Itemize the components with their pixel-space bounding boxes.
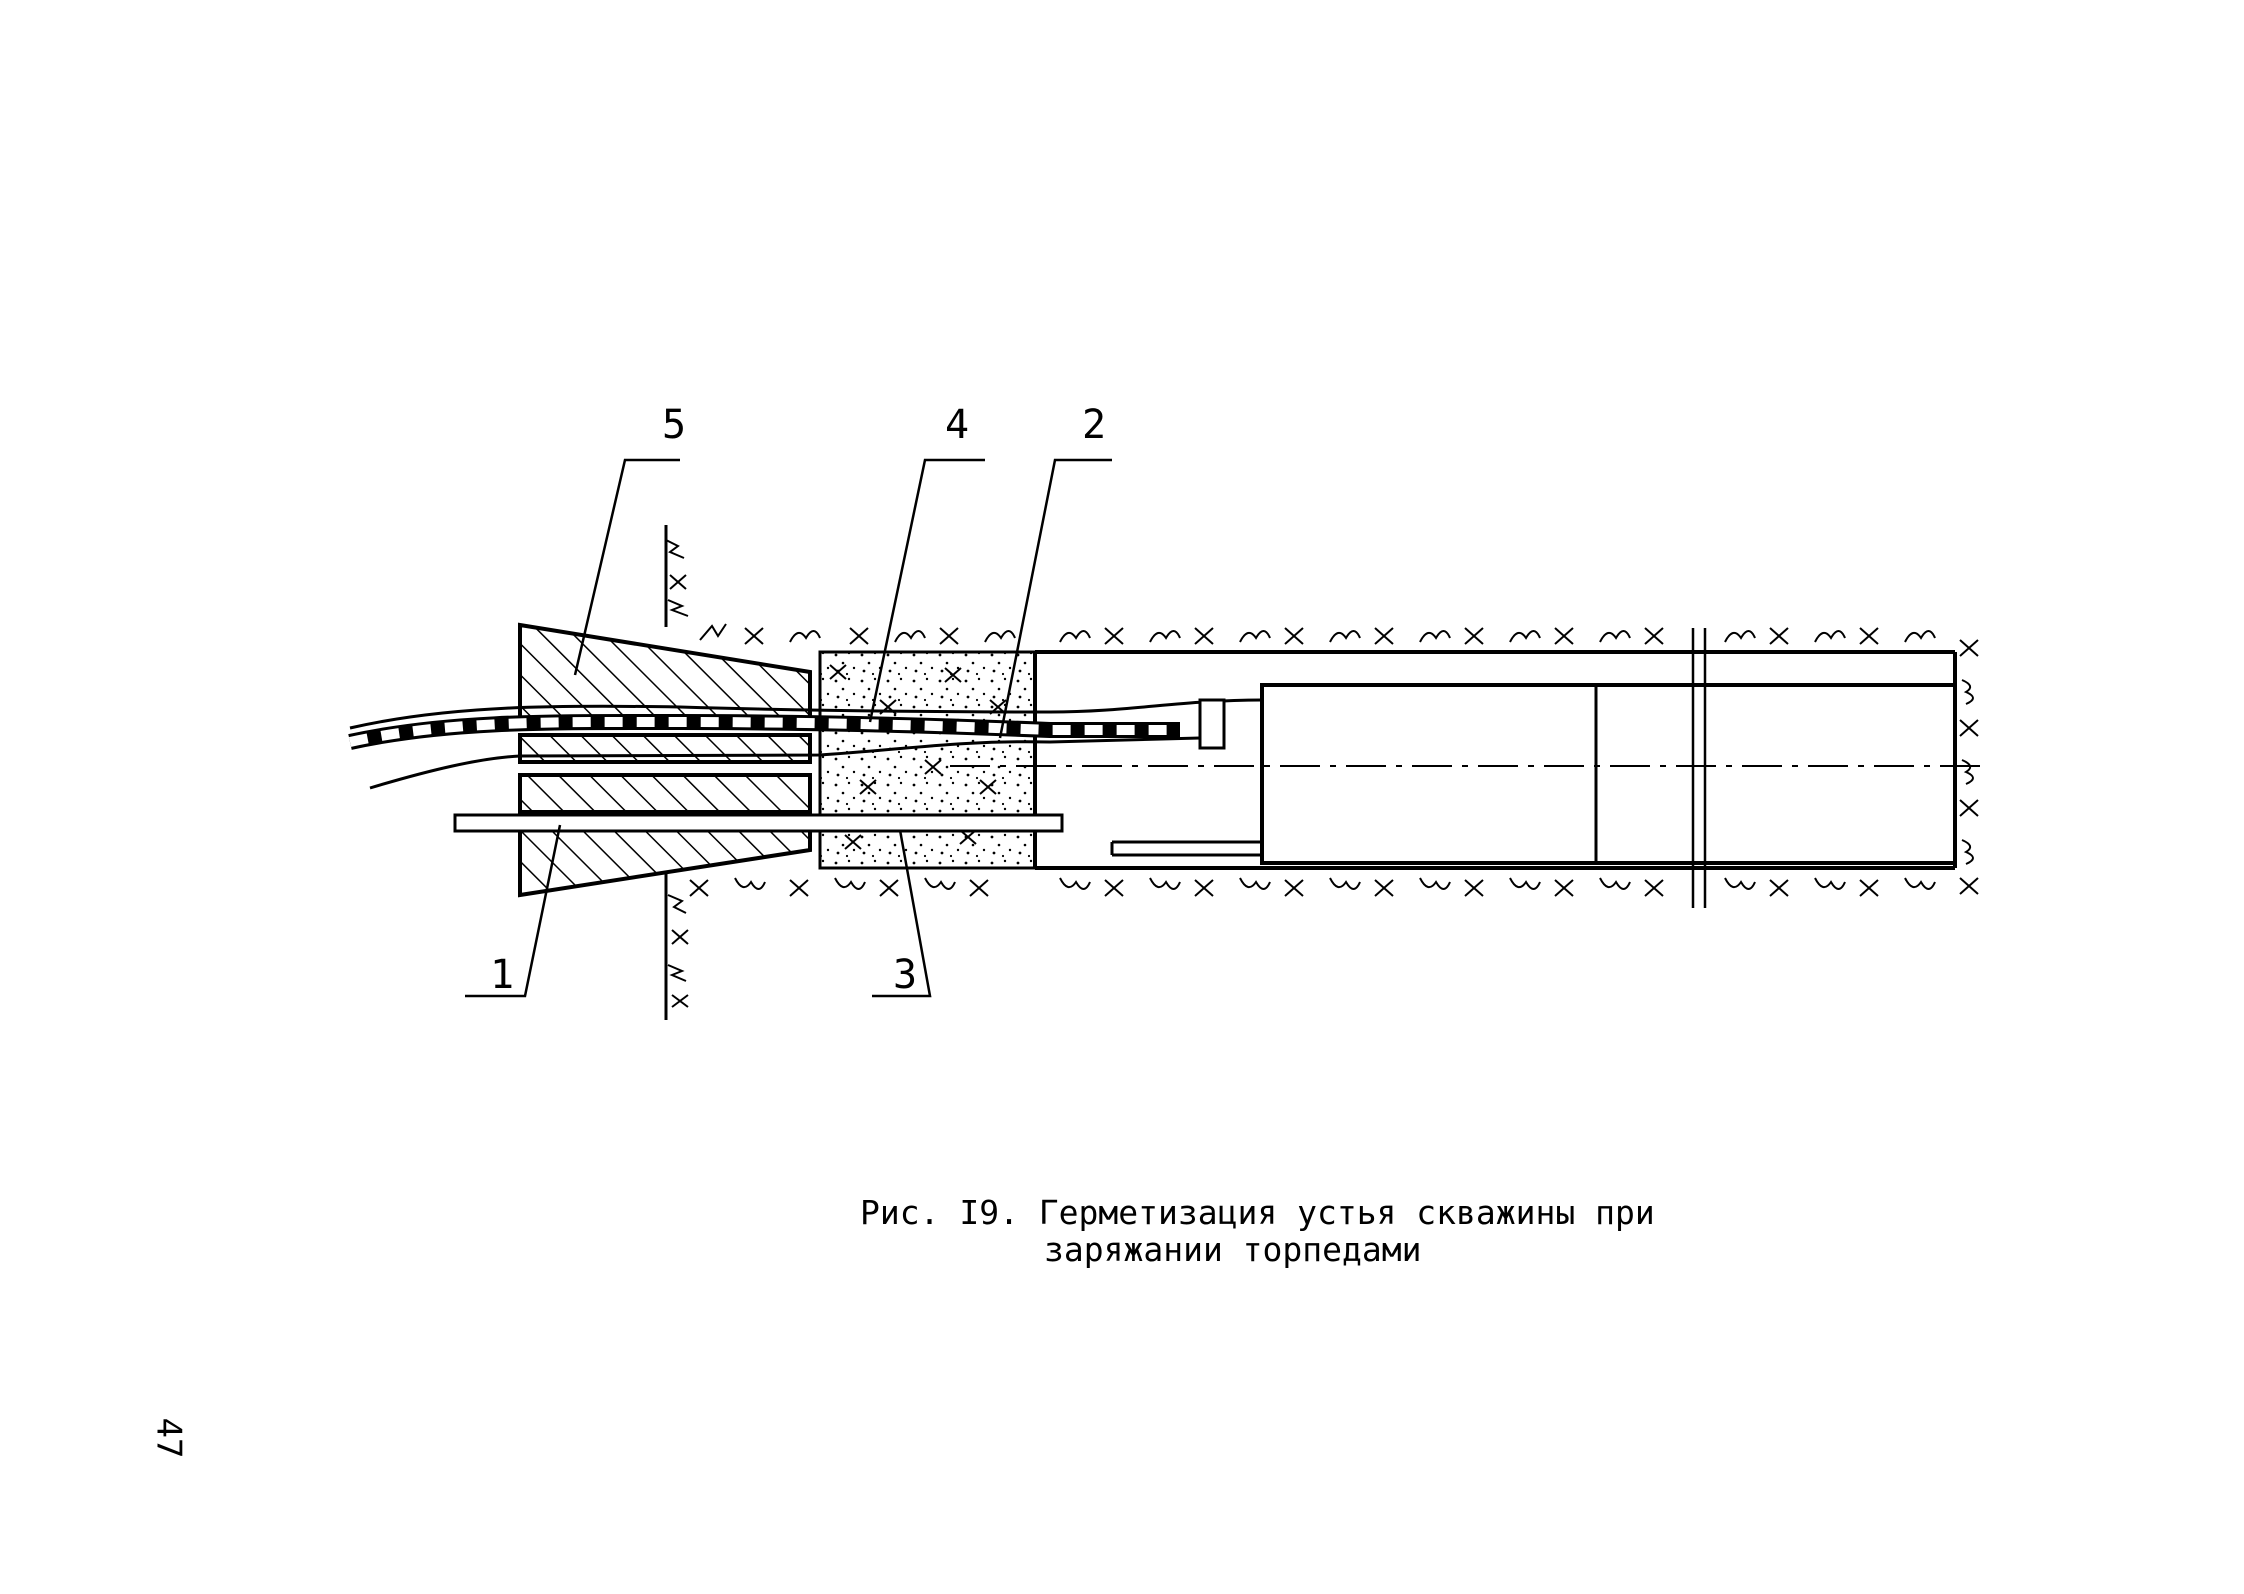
rock-texture-end — [1959, 639, 1979, 895]
callout-5: 5 — [662, 402, 686, 448]
wooden-wedge-plug — [518, 622, 812, 898]
leader-lines — [465, 458, 1112, 998]
lead-wires — [349, 698, 1263, 790]
rock-texture-top — [699, 623, 1936, 645]
stemming-fill — [818, 650, 1037, 870]
torpedo-charge — [1110, 683, 1957, 865]
rock-texture-bottom — [689, 877, 1936, 897]
rock-face — [664, 525, 689, 1020]
figure-caption-line-1: Рис. I9. Герметизация устья скважины при — [860, 1193, 1655, 1232]
through-rod — [453, 813, 1064, 833]
callout-2: 2 — [1082, 402, 1106, 448]
callout-3: 3 — [893, 952, 917, 998]
figure-caption-line-2: заряжании торпедами — [1044, 1230, 1422, 1269]
page-number: 47 — [148, 1417, 189, 1459]
callout-1: 1 — [490, 952, 514, 998]
callout-4: 4 — [945, 402, 969, 448]
detonating-cord — [348, 713, 1180, 750]
cord-connector — [1198, 698, 1226, 750]
